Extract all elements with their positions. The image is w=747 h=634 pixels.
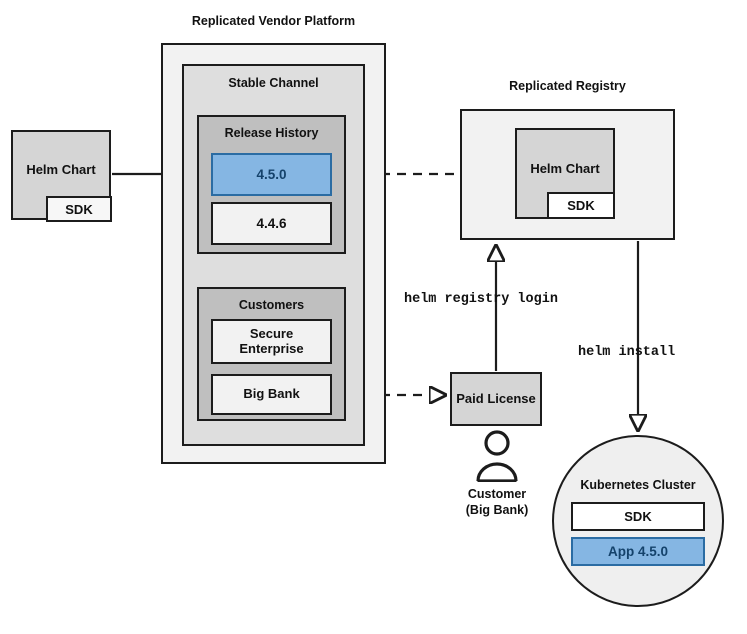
release-version-4-4-6[interactable]: 4.4.6 [211, 202, 332, 245]
customer-caption-line1: Customer [467, 487, 527, 501]
command-helm-install: helm install [578, 345, 676, 360]
customer-caption-line2: (Big Bank) [465, 502, 529, 517]
paid-license-label: Paid License [456, 391, 536, 407]
cluster-sdk-box[interactable]: SDK [571, 502, 705, 531]
person-icon [476, 430, 518, 482]
registry-helm-chart-label: Helm Chart [530, 161, 600, 176]
customer-caption: Customer (Big Bank) [436, 487, 558, 518]
source-sdk-box[interactable]: SDK [46, 196, 112, 222]
release-version-4-5-0[interactable]: 4.5.0 [211, 153, 332, 196]
stable-channel-label: Stable Channel [228, 76, 319, 90]
cluster-app-box[interactable]: App 4.5.0 [571, 537, 705, 566]
source-helm-chart-label: Helm Chart [26, 162, 96, 177]
platform-title: Replicated Vendor Platform [191, 14, 356, 28]
paid-license-box[interactable]: Paid License [450, 372, 542, 426]
customer-secure-enterprise-label: Secure Enterprise [239, 325, 304, 356]
customer-secure-enterprise[interactable]: Secure Enterprise [211, 319, 332, 364]
registry-sdk-box[interactable]: SDK [547, 192, 615, 219]
release-history-label: Release History [224, 126, 319, 140]
customers-label: Customers [238, 298, 305, 312]
customer-big-bank[interactable]: Big Bank [211, 374, 332, 415]
command-helm-registry-login: helm registry login [404, 292, 558, 307]
registry-title: Replicated Registry [509, 79, 626, 93]
kubernetes-cluster-label: Kubernetes Cluster [580, 478, 696, 492]
